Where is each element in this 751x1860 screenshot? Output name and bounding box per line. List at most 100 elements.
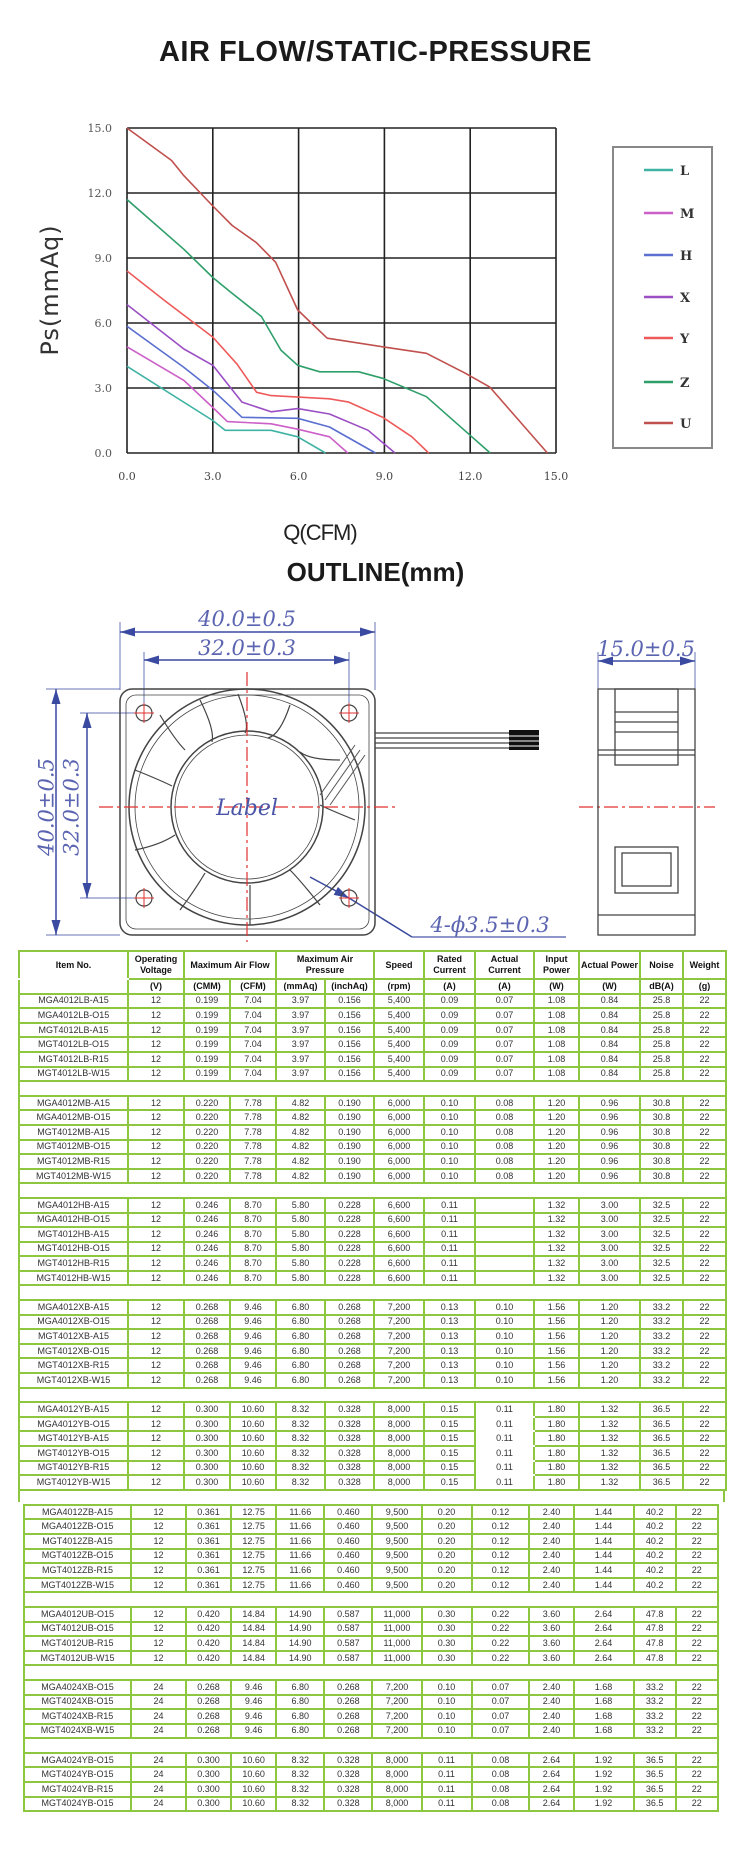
- item-number: MGT4012UB-O15: [23, 1620, 132, 1638]
- spec-value: 36.5: [639, 1474, 684, 1491]
- spec-value: 22: [682, 1357, 727, 1375]
- spec-value: 12: [127, 1401, 185, 1418]
- spec-value: 6,000: [373, 1109, 425, 1126]
- spec-value: 0.268: [183, 1372, 231, 1389]
- spec-value: 0.84: [578, 1021, 641, 1039]
- item-number: MGT4012HB-A15: [18, 1226, 129, 1243]
- spec-value: 6,600: [373, 1240, 425, 1258]
- spec-value: [474, 1226, 535, 1243]
- spec-value: 0.10: [420, 1708, 473, 1725]
- spec-value: 0.11: [423, 1255, 476, 1272]
- item-number: MGT4012YB-O15: [18, 1445, 129, 1462]
- item-number: MGA4024YB-O15: [23, 1751, 132, 1769]
- spec-value: 22: [674, 1693, 719, 1711]
- column-header: Maximum Air Pressure: [275, 950, 375, 980]
- spec-value: 1.44: [572, 1532, 635, 1550]
- spec-value: 10.60: [229, 1474, 277, 1491]
- y-tick-label: 3.0: [95, 382, 113, 395]
- spec-value: 0.15: [423, 1415, 476, 1433]
- spec-value: 1.20: [578, 1328, 641, 1345]
- spec-value: 10.60: [229, 1415, 277, 1433]
- spec-value: 32.5: [639, 1211, 684, 1229]
- spec-value: 6,600: [373, 1226, 425, 1243]
- item-number: MGT4012UB-W15: [23, 1649, 132, 1667]
- spec-value: 30.8: [639, 1167, 684, 1185]
- spec-value: 8.32: [275, 1766, 326, 1784]
- spec-value: 1.20: [578, 1342, 641, 1360]
- spec-value: 0.420: [184, 1649, 233, 1667]
- spec-value: 22: [682, 1269, 727, 1287]
- spec-value: 0.300: [184, 1766, 233, 1784]
- spec-value: 0.190: [324, 1109, 375, 1126]
- spec-value: 12: [129, 1547, 187, 1565]
- spec-value: 7.78: [229, 1167, 277, 1185]
- spec-value: 5.80: [275, 1240, 326, 1258]
- spec-value: 0.156: [324, 1065, 375, 1083]
- spec-value: 12: [129, 1503, 187, 1521]
- spec-value: 1.32: [578, 1445, 641, 1462]
- spec-value: 8,000: [373, 1445, 425, 1462]
- spec-value: 22: [682, 1328, 727, 1345]
- item-number: MGT4024XB-W15: [23, 1722, 132, 1740]
- spec-value: 0.246: [183, 1255, 231, 1272]
- spec-value: 1.20: [533, 1138, 580, 1156]
- item-number: MGT4012MB-R15: [18, 1153, 129, 1170]
- spec-value: 2.40: [528, 1678, 575, 1696]
- spec-value: 0.268: [323, 1693, 374, 1711]
- spec-value: 0.13: [423, 1299, 476, 1316]
- spacer-cell: [23, 1591, 719, 1608]
- spec-value: 6.80: [275, 1357, 326, 1375]
- spec-value: 0.12: [470, 1576, 531, 1594]
- spec-value: 0.22: [470, 1635, 531, 1652]
- spec-value: 0.11: [474, 1415, 535, 1433]
- series-line-L: [126, 365, 326, 454]
- spec-value: 3.00: [578, 1240, 641, 1258]
- legend-label: X: [680, 291, 691, 306]
- spec-value: 22: [682, 1123, 727, 1141]
- spec-value: 0.268: [184, 1708, 233, 1725]
- fan-side-view: [597, 688, 696, 936]
- column-unit: dB(A): [639, 978, 684, 995]
- spec-value: 3.00: [578, 1226, 641, 1243]
- spec-value: 0.10: [474, 1313, 535, 1331]
- spec-value: 7.04: [229, 1007, 277, 1024]
- spec-value: 0.11: [423, 1211, 476, 1229]
- spec-value: 0.12: [470, 1518, 531, 1535]
- spec-value: 25.8: [639, 1050, 684, 1068]
- series-line-X: [126, 303, 396, 454]
- spec-value: 8,000: [371, 1751, 423, 1769]
- spec-value: 22: [674, 1795, 719, 1813]
- spec-value: 0.22: [470, 1605, 531, 1623]
- spec-value: 0.12: [470, 1532, 531, 1550]
- spec-value: 0.328: [324, 1474, 375, 1491]
- spec-value: 12: [127, 1269, 185, 1287]
- spec-value: 0.10: [423, 1153, 476, 1170]
- spec-value: 0.08: [474, 1109, 535, 1126]
- spec-value: 1.32: [578, 1415, 641, 1433]
- spec-value: 0.15: [423, 1459, 476, 1477]
- spec-value: 3.60: [528, 1635, 575, 1652]
- spec-value: 47.8: [632, 1649, 677, 1667]
- spec-value: 11.66: [275, 1503, 326, 1521]
- x-tick-label: 15.0: [544, 470, 569, 483]
- height-inner-label: 32.0±0.3: [60, 758, 84, 856]
- spec-value: 0.220: [183, 1123, 231, 1141]
- spec-value: 36.5: [632, 1766, 677, 1784]
- spec-value: 0.268: [324, 1328, 375, 1345]
- spec-value: 22: [674, 1649, 719, 1667]
- spec-value: 5.80: [275, 1269, 326, 1287]
- spec-value: 11,000: [371, 1605, 423, 1623]
- spec-value: 22: [674, 1605, 719, 1623]
- spec-value: 0.460: [323, 1532, 374, 1550]
- spec-value: 1.20: [578, 1372, 641, 1389]
- spec-value: 22: [682, 1167, 727, 1185]
